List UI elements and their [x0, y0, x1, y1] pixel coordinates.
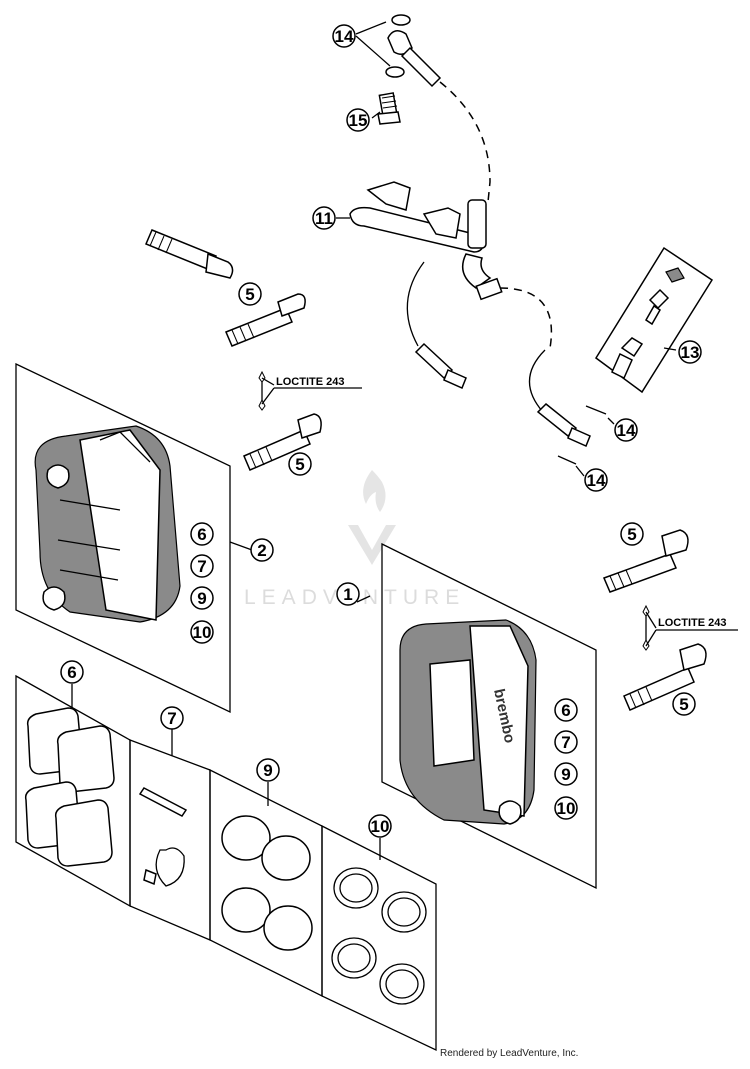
callout-circle	[60, 660, 84, 684]
callout-number: 14	[335, 27, 354, 46]
seals-panel	[321, 824, 437, 1052]
callout-number: 7	[197, 557, 206, 576]
callout-circle	[190, 554, 214, 578]
callout-6-pads: 6	[60, 660, 84, 684]
callout-circle	[312, 206, 336, 230]
callout-circle	[554, 762, 578, 786]
callout-number: 1	[343, 585, 352, 604]
callout-number: 5	[627, 525, 636, 544]
callout-number: 2	[257, 541, 266, 560]
loctite-label-right-group: LOCTITE 243	[645, 611, 738, 647]
callout-circle	[190, 620, 214, 644]
callout-circle	[584, 468, 608, 492]
callout-10-right-caliper: 10	[554, 796, 578, 820]
callout-number: 10	[371, 817, 390, 836]
callout-number: 5	[679, 695, 688, 714]
pin-kit-panel	[129, 739, 211, 941]
callout-circle	[346, 108, 370, 132]
callout-14-right: 14	[614, 418, 638, 442]
callout-5-upper-right: 5	[620, 522, 644, 546]
callout-number: 5	[245, 285, 254, 304]
bolt-upper-right	[602, 529, 689, 593]
left-caliper-panel	[15, 362, 231, 714]
callout-number: 9	[197, 589, 206, 608]
callout-14-bottom: 14	[584, 468, 608, 492]
callout-circle	[554, 796, 578, 820]
bolt-middle-left	[225, 293, 306, 347]
caliper-bolts	[145, 229, 707, 711]
callout-circle	[250, 538, 274, 562]
callout-6-left-caliper: 6	[190, 522, 214, 546]
callout-circle	[256, 758, 280, 782]
callout-circle	[614, 418, 638, 442]
callout-10-left-caliper: 10	[190, 620, 214, 644]
callout-number: 6	[561, 701, 570, 720]
callout-9-left-caliper: 9	[190, 586, 214, 610]
callout-15: 15	[346, 108, 370, 132]
callout-circle	[368, 814, 392, 838]
callout-circle	[554, 730, 578, 754]
bolt-top-left	[145, 229, 234, 279]
callout-number: 10	[193, 623, 212, 642]
callout-7-pins: 7	[160, 706, 184, 730]
callout-11: 11	[312, 206, 336, 230]
callout-number: 7	[561, 733, 570, 752]
pistons-panel	[209, 768, 323, 998]
callout-number: 14	[587, 471, 606, 490]
callout-5-top-left: 5	[238, 282, 262, 306]
callouts: 14 15 11 13 14 14 5 5 5 5 2 1 6 7 9 10 6…	[60, 24, 702, 838]
callout-number: 10	[557, 799, 576, 818]
callout-circle	[554, 698, 578, 722]
callout-9-right-caliper: 9	[554, 762, 578, 786]
loctite-label-left-group: LOCTITE 243	[261, 376, 362, 405]
callout-number: 6	[197, 525, 206, 544]
bleeder-kit	[594, 246, 714, 394]
callout-circle	[672, 692, 696, 716]
callout-number: 7	[167, 709, 176, 728]
callout-number: 15	[349, 111, 368, 130]
right-caliper-panel: brembo	[381, 542, 597, 890]
bolt-lower-left	[243, 370, 322, 471]
callout-circle	[678, 340, 702, 364]
footer-credit: Rendered by LeadVenture, Inc.	[440, 1048, 579, 1059]
callout-number: 5	[295, 455, 304, 474]
callout-circle	[332, 24, 356, 48]
callout-number: 9	[561, 765, 570, 784]
callout-6-right-caliper: 6	[554, 698, 578, 722]
callout-5-middle-left: 5	[288, 452, 312, 476]
callout-circle	[620, 522, 644, 546]
callout-9-pistons: 9	[256, 758, 280, 782]
loctite-label-left: LOCTITE 243	[276, 376, 344, 388]
loctite-label-right: LOCTITE 243	[658, 617, 726, 629]
callout-number: 9	[263, 761, 272, 780]
callout-circle	[288, 452, 312, 476]
callout-number: 6	[67, 663, 76, 682]
brake-pads-panel	[15, 674, 131, 908]
callout-10-seals: 10	[368, 814, 392, 838]
callout-2: 2	[250, 538, 274, 562]
callout-number: 11	[315, 209, 333, 228]
brake-hose-assembly	[349, 14, 607, 465]
callout-1: 1	[336, 582, 360, 606]
callout-circle	[190, 522, 214, 546]
callout-number: 14	[617, 421, 636, 440]
callout-circle	[336, 582, 360, 606]
callout-circle	[190, 586, 214, 610]
callout-circle	[160, 706, 184, 730]
callout-7-right-caliper: 7	[554, 730, 578, 754]
leader-lines	[71, 21, 677, 860]
callout-14-top: 14	[332, 24, 356, 48]
callout-5-lower-right: 5	[672, 692, 696, 716]
bolt-lower-right	[623, 604, 707, 711]
callout-circle	[238, 282, 262, 306]
callout-7-left-caliper: 7	[190, 554, 214, 578]
callout-number: 13	[681, 343, 700, 362]
callout-13: 13	[678, 340, 702, 364]
